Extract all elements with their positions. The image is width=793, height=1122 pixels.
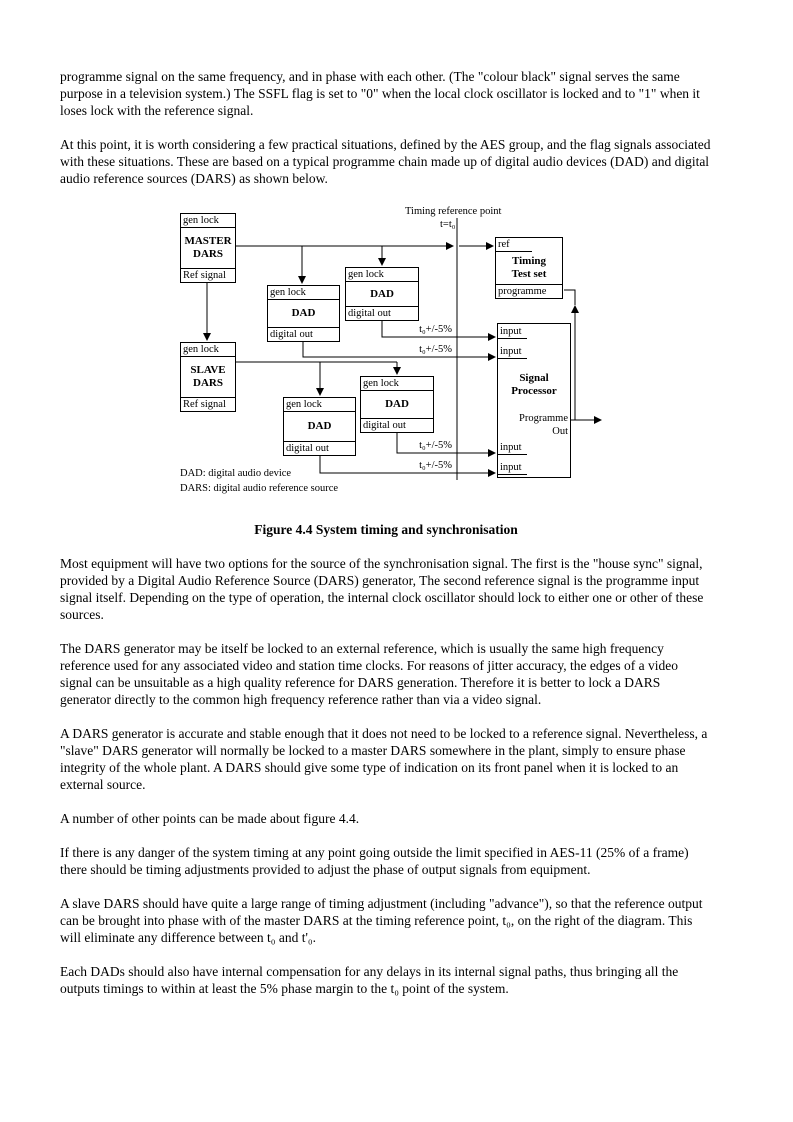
body-paragraph-1: programme signal on the same frequency, … (60, 69, 700, 118)
body-paragraph-3: Most equipment will have two options for… (60, 556, 704, 622)
box-name-line: SLAVE (190, 364, 226, 376)
dad-box-1: gen lock DAD digital out (267, 285, 340, 342)
body-paragraph-5: A DARS generator is accurate and stable … (60, 726, 708, 792)
input-port: input (498, 441, 527, 455)
ref-signal-port: Ref signal (180, 268, 236, 283)
box-name-line: DARS (193, 377, 223, 389)
input-port: input (498, 325, 527, 339)
diagram-connectors (203, 218, 602, 480)
slave-dars-box: gen lock SLAVE DARS Ref signal (180, 342, 236, 412)
digital-out-port: digital out (267, 327, 340, 342)
box-name-line: Processor (511, 385, 557, 397)
signal-processor-name: Signal Processor (498, 372, 570, 398)
box-name-line: Signal (519, 372, 549, 384)
tolerance-label: t₀+/-5% (419, 460, 452, 471)
input-port: input (498, 461, 527, 475)
body-paragraph-2: At this point, it is worth considering a… (60, 137, 711, 186)
gen-lock-port: gen lock (283, 397, 356, 412)
tolerance-label: t₀+/-5% (419, 440, 452, 451)
programme-out-label: Programme Out (519, 412, 568, 438)
tolerance-label: t₀+/-5% (419, 344, 452, 355)
tolerance-label: t₀+/-5% (419, 324, 452, 335)
master-dars-name: MASTER DARS (181, 235, 235, 261)
gen-lock-port: gen lock (180, 213, 236, 228)
box-name-line: DARS (193, 248, 223, 260)
legend-dad: DAD: digital audio device (180, 468, 292, 479)
gen-lock-port: gen lock (345, 267, 419, 282)
digital-out-port: digital out (345, 306, 419, 321)
timing-reference-label: Timing reference point (405, 206, 502, 217)
gen-lock-port: gen lock (360, 376, 434, 391)
dad-name: DAD (307, 420, 332, 432)
dad-name: DAD (291, 307, 316, 319)
input-port: input (498, 345, 527, 359)
dad-box-2: gen lock DAD digital out (345, 267, 419, 321)
body-paragraph-8: A slave DARS should have quite a large r… (60, 896, 703, 945)
body-paragraph-4: The DARS generator may be itself be lock… (60, 641, 679, 707)
gen-lock-port: gen lock (267, 285, 340, 300)
programme-out-line: Programme (519, 413, 568, 424)
timing-test-set-name: Timing Test set (496, 255, 562, 281)
box-name-line: Test set (511, 268, 547, 280)
gen-lock-port: gen lock (180, 342, 236, 357)
dad-box-4: gen lock DAD digital out (360, 376, 434, 433)
dad-name: DAD (370, 287, 394, 300)
ref-signal-port: Ref signal (180, 397, 236, 412)
master-dars-box: gen lock MASTER DARS Ref signal (180, 213, 236, 283)
timing-reference-time: t=t₀ (440, 219, 456, 230)
slave-dars-name: SLAVE DARS (181, 364, 235, 390)
figure-caption: Figure 4.4 System timing and synchronisa… (254, 522, 518, 537)
dad-box-3: gen lock DAD digital out (283, 397, 356, 456)
body-paragraph-7: If there is any danger of the system tim… (60, 845, 689, 877)
ref-port: ref (496, 238, 533, 252)
programme-out-line: Out (552, 426, 568, 437)
dad-name: DAD (385, 398, 409, 410)
signal-processor-box: input input Signal Processor Programme O… (497, 323, 571, 478)
timing-test-set-box: ref Timing Test set programme (495, 237, 563, 299)
box-name-line: Timing (511, 255, 547, 267)
body-paragraph-6: A number of other points can be made abo… (60, 811, 360, 826)
box-name-line: MASTER (184, 235, 232, 247)
programme-port: programme (496, 284, 562, 298)
legend-dars: DARS: digital audio reference source (180, 483, 339, 494)
system-timing-diagram: Timing reference point t=t₀ gen lock MAS… (178, 205, 658, 505)
body-paragraph-9: Each DADs should also have internal comp… (60, 964, 679, 996)
digital-out-port: digital out (283, 441, 356, 456)
digital-out-port: digital out (360, 418, 434, 433)
